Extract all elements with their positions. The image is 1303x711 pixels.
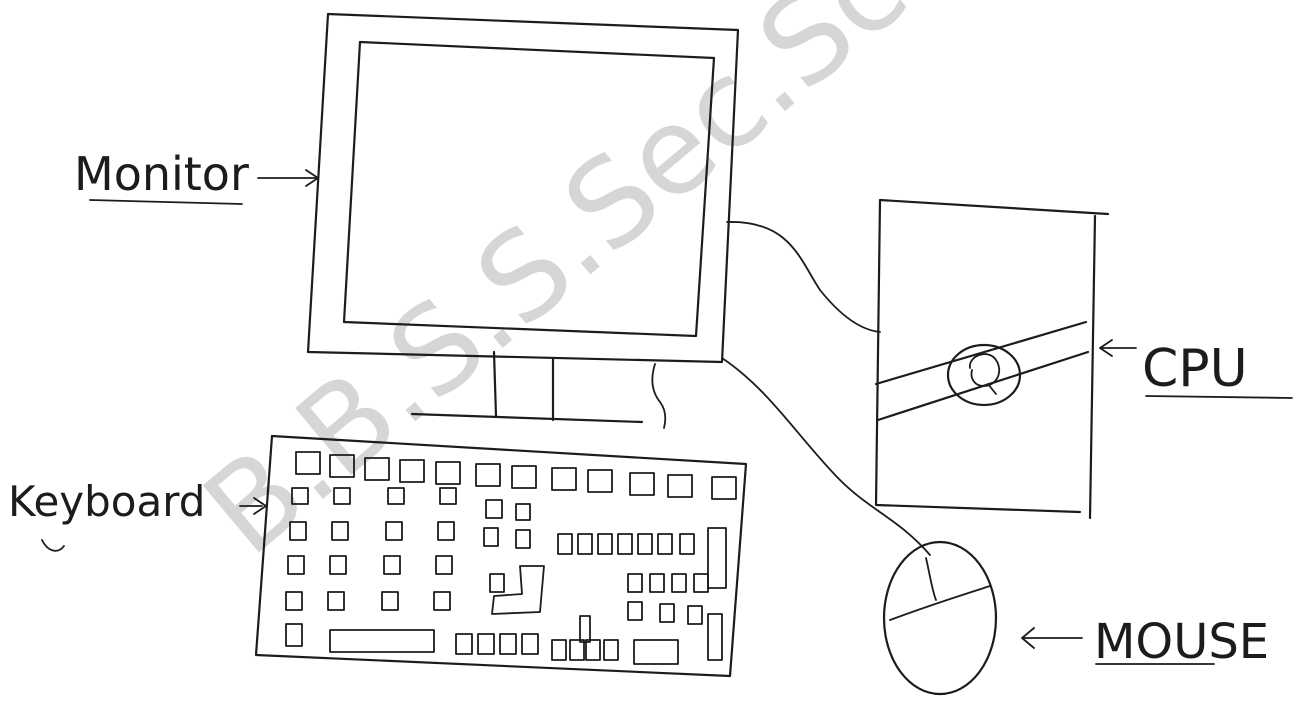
keyboard-key [330, 556, 346, 574]
keyboard-key [558, 534, 572, 554]
keyboard-key [436, 556, 452, 574]
mouse-label: MOUSE [1094, 614, 1269, 670]
keyboard-key [522, 634, 538, 654]
keyboard-key [658, 534, 672, 554]
keyboard-key [570, 640, 584, 660]
keyboard-key [516, 530, 530, 548]
keyboard-label: Keyboard [8, 477, 205, 526]
keyboard-key [668, 475, 692, 497]
keyboard-key [384, 556, 400, 574]
keyboard-key [712, 477, 736, 499]
keyboard-key [618, 534, 632, 554]
keyboard-key [486, 500, 502, 518]
keyboard-key [456, 634, 472, 654]
cpu-arrow-icon [1100, 340, 1136, 356]
keyboard-key [490, 574, 504, 592]
keyboard-key [630, 473, 654, 495]
keyboard-key [586, 640, 600, 660]
mouse-drawing [884, 542, 996, 694]
keyboard-key [484, 528, 498, 546]
keyboard-key [628, 602, 642, 620]
keyboard-key [500, 634, 516, 654]
monitor-arrow-icon [258, 170, 318, 186]
keyboard-key [552, 468, 576, 490]
keyboard-key [688, 606, 702, 624]
keyboard-key [476, 464, 500, 486]
keyboard-key [580, 616, 590, 642]
monitor-cpu-cable [727, 222, 880, 332]
keyboard-key [680, 534, 694, 554]
keyboard-key [694, 574, 708, 592]
keyboard-key [382, 592, 398, 610]
keyboard-key [552, 640, 566, 660]
keyboard-key [286, 592, 302, 610]
keyboard-key [478, 634, 494, 654]
keyboard-key [672, 574, 686, 592]
keyboard-key [386, 522, 402, 540]
keyboard-key [708, 614, 722, 660]
keyboard-key [330, 630, 434, 652]
keyboard-key [578, 534, 592, 554]
keyboard-key [516, 504, 530, 520]
cpu-label: CPU [1142, 339, 1248, 399]
keyboard-key [604, 640, 618, 660]
keyboard-key [388, 488, 404, 504]
keyboard-key [436, 462, 460, 484]
keyboard-key [438, 522, 454, 540]
mouse-cable [722, 358, 930, 555]
keyboard-key [634, 640, 678, 664]
keyboard-key [628, 574, 642, 592]
keyboard-underline [42, 540, 64, 551]
keyboard-key [440, 488, 456, 504]
cpu-drawing [876, 200, 1108, 518]
keyboard-key [638, 534, 652, 554]
keyboard-key [328, 592, 344, 610]
keyboard-key [286, 624, 302, 646]
keyboard-key [650, 574, 664, 592]
mouse-arrow-icon [1022, 628, 1082, 648]
monitor-label: Monitor [74, 147, 249, 201]
keyboard-key [588, 470, 612, 492]
keyboard-key [512, 466, 536, 488]
keyboard-key [660, 604, 674, 622]
keyboard-key [434, 592, 450, 610]
keyboard-key [708, 528, 726, 588]
keyboard-key [598, 534, 612, 554]
